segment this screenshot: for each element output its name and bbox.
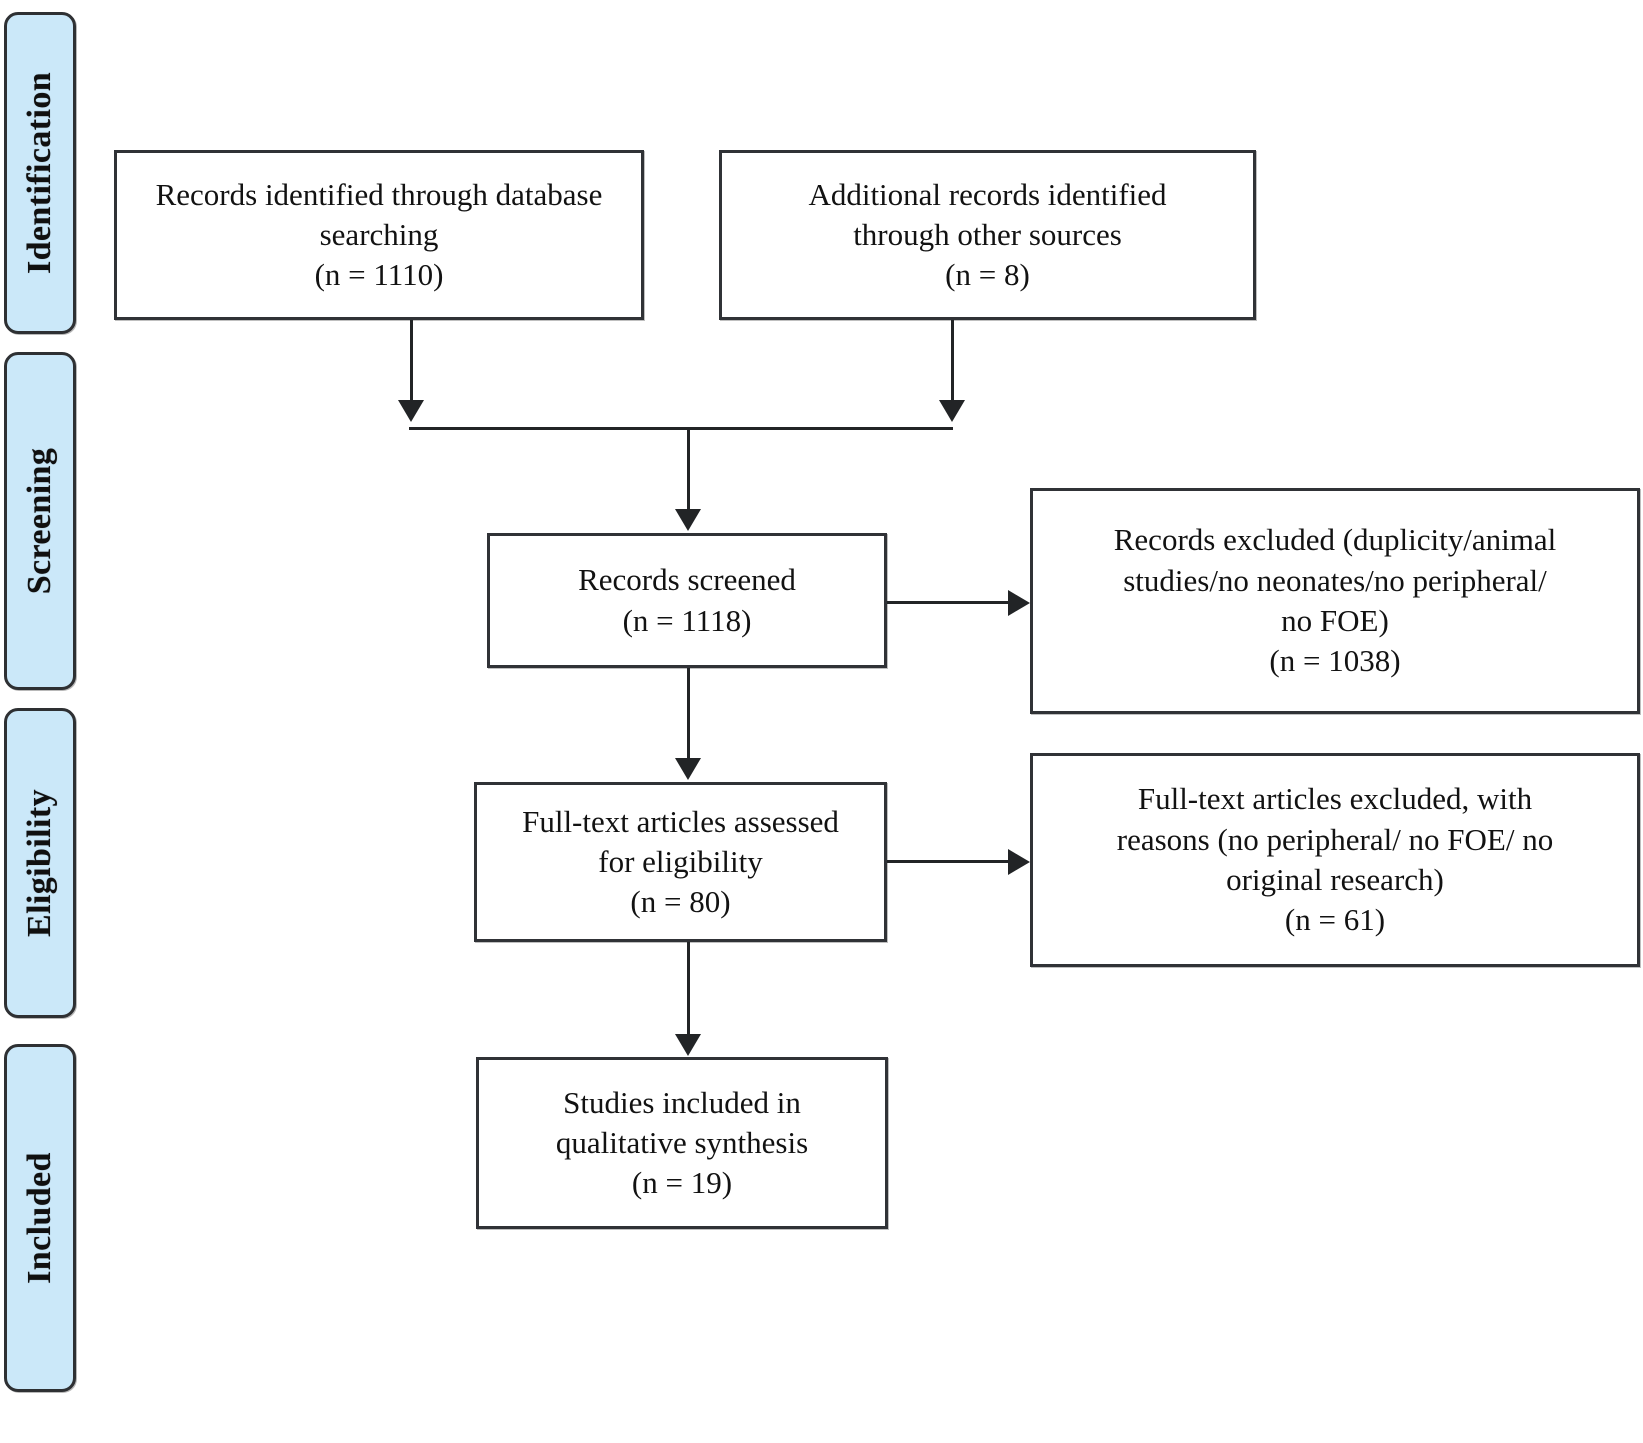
box-line: reasons (no peripheral/ no FOE/ no (1116, 821, 1554, 857)
box-fulltext-assessed: Full-text articles assessed for eligibil… (474, 782, 887, 942)
box-line: (n = 1038) (1269, 643, 1401, 679)
arrowhead-screened-to-excluded (1008, 590, 1030, 616)
arrowhead-fulltext-to-excluded (1008, 849, 1030, 875)
arrowhead-merge-to-screened (675, 509, 701, 531)
box-line: studies/no neonates/no peripheral/ (1123, 562, 1547, 598)
box-additional-records-other-sources-text: Additional records identified through ot… (798, 175, 1176, 296)
connector-other-sources-down (951, 320, 954, 402)
arrowhead-database-down (398, 400, 424, 422)
stage-bar-included: Included (4, 1044, 76, 1392)
box-line: (n = 8) (945, 257, 1030, 293)
connector-fulltext-to-excluded (887, 860, 1009, 863)
box-line: through other sources (853, 216, 1122, 252)
box-line: Records identified through database (155, 176, 603, 212)
box-additional-records-other-sources: Additional records identified through ot… (719, 150, 1256, 320)
connector-screened-to-excluded (887, 601, 1009, 604)
box-line: Records screened (578, 562, 796, 598)
box-records-screened: Records screened (n = 1118) (487, 533, 887, 668)
box-line: original research) (1226, 862, 1444, 897)
box-records-identified-database: Records identified through database sear… (114, 150, 644, 320)
arrowhead-other-sources-down (939, 400, 965, 422)
box-line: Studies included in (563, 1084, 801, 1120)
connector-screened-to-fulltext (687, 668, 690, 760)
box-line: Additional records identified (808, 176, 1167, 212)
box-fulltext-excluded: Full-text articles excluded, with reason… (1030, 753, 1640, 967)
box-line: for eligibility (598, 843, 763, 879)
box-line: no FOE) (1281, 603, 1389, 638)
box-fulltext-assessed-text: Full-text articles assessed for eligibil… (512, 802, 849, 923)
box-records-screened-text: Records screened (n = 1118) (568, 560, 806, 641)
box-records-excluded: Records excluded (duplicity/animal studi… (1030, 488, 1640, 714)
stage-bar-screening: Screening (4, 352, 76, 690)
stage-label-screening: Screening (21, 447, 58, 595)
connector-database-down (410, 320, 413, 402)
box-records-excluded-text: Records excluded (duplicity/animal studi… (1104, 520, 1566, 681)
box-line: (n = 1110) (314, 257, 444, 293)
box-line: Full-text articles excluded, with (1137, 781, 1533, 817)
stage-label-identification: Identification (21, 71, 58, 275)
connector-fulltext-to-included (687, 942, 690, 1036)
box-line: (n = 19) (631, 1165, 733, 1201)
box-line: (n = 80) (630, 884, 731, 920)
stage-label-included: Included (21, 1152, 58, 1284)
box-line: (n = 61) (1284, 902, 1386, 938)
box-line: searching (319, 216, 439, 252)
arrowhead-fulltext-to-included (675, 1034, 701, 1056)
box-line: qualitative synthesis (555, 1124, 809, 1160)
box-line: (n = 1118) (622, 602, 752, 638)
connector-merge-to-screened (687, 427, 690, 511)
arrowhead-screened-to-fulltext (675, 758, 701, 780)
box-line: Full-text articles assessed (522, 803, 839, 839)
box-studies-included: Studies included in qualitative synthesi… (476, 1057, 888, 1229)
connector-merge-bar (409, 427, 953, 430)
stage-label-eligibility: Eligibility (21, 789, 58, 937)
stage-bar-identification: Identification (4, 12, 76, 334)
box-line: Records excluded (duplicity/animal (1113, 522, 1557, 558)
box-records-identified-database-text: Records identified through database sear… (146, 175, 613, 296)
box-fulltext-excluded-text: Full-text articles excluded, with reason… (1107, 779, 1563, 940)
box-studies-included-text: Studies included in qualitative synthesi… (546, 1083, 818, 1204)
stage-bar-eligibility: Eligibility (4, 708, 76, 1018)
